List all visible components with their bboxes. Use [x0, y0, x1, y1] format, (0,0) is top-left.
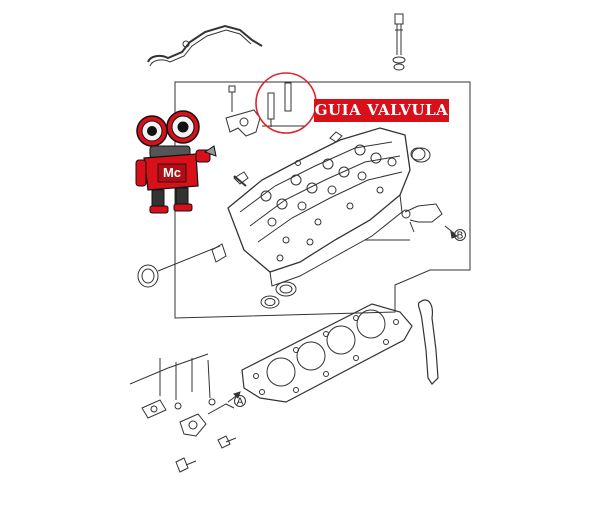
ref-marker-b-label: B	[457, 231, 464, 242]
valve-guide-callout: GUIA VALVULA	[314, 99, 449, 122]
seal-ring-lower	[260, 281, 297, 309]
ref-marker-b	[454, 229, 466, 241]
ref-arrow-a	[227, 395, 237, 403]
coolant-hose	[417, 299, 439, 385]
seal-cap	[410, 147, 431, 163]
mascot-robot	[135, 110, 217, 214]
fitting	[295, 160, 301, 166]
fitting	[233, 171, 249, 185]
fitting	[329, 131, 343, 143]
pipe-top-left	[147, 24, 263, 63]
head-bolt	[392, 13, 406, 71]
stud	[233, 175, 247, 187]
sensor-assembly	[129, 353, 235, 437]
water-outlet	[365, 203, 459, 241]
head-gasket	[241, 303, 413, 403]
cylinder-head	[227, 127, 411, 287]
ref-marker-a	[234, 395, 246, 407]
seal-ring-left	[137, 245, 221, 288]
mascot-badge-text: Mc	[162, 165, 182, 180]
bracket-bolt	[225, 85, 261, 137]
assembly-frame	[174, 81, 471, 319]
mount-bolt	[217, 435, 237, 449]
valve-guide-pair	[262, 82, 305, 127]
ref-marker-a-label: A	[237, 397, 244, 408]
mount-bolt-lower	[175, 457, 197, 473]
